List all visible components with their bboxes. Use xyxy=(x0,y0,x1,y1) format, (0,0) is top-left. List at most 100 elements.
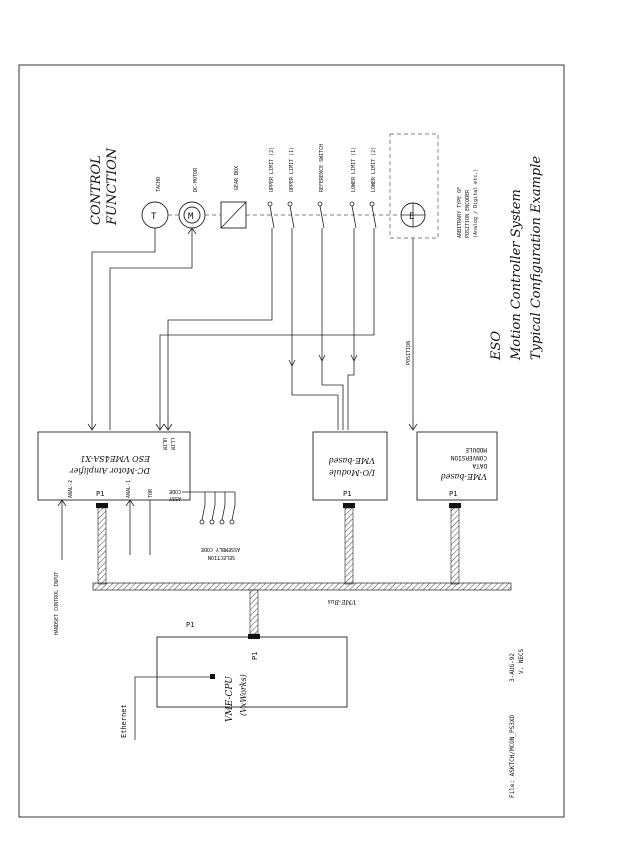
upper-limit-1-label: UPPER LIMIT (1) xyxy=(289,147,295,192)
ref-wire xyxy=(321,228,344,430)
lower-limit-1-label: LOWER LIMIT (1) xyxy=(351,147,357,192)
amp-code-label: CODE xyxy=(169,488,181,494)
io-p1-label: P1 xyxy=(343,490,351,498)
tacho-symbol: T xyxy=(151,212,157,222)
encoder-symbol: E xyxy=(409,212,414,222)
amp-p1-label: P1 xyxy=(96,490,104,498)
title-line2: Motion Controller System xyxy=(509,189,524,361)
encoder-box xyxy=(389,133,439,239)
ulim-wire xyxy=(167,228,273,430)
upper-limit-2-label: UPPER LIMIT (2) xyxy=(269,147,275,192)
assembly-code-switches xyxy=(182,491,236,525)
amplifier-line1: ESO VME4SA-X1 xyxy=(80,454,151,463)
lower-limit-2-switch: LOWER LIMIT (2) xyxy=(369,147,377,229)
lower-limit-1-switch: LOWER LIMIT (1) xyxy=(349,147,357,229)
ul1-wire-arrow xyxy=(288,359,296,367)
upper-limit-1-switch: UPPER LIMIT (1) xyxy=(287,147,295,229)
io-module-title: VME-based I/O-Module xyxy=(328,456,376,477)
ulim-wire-arrow xyxy=(163,423,173,431)
ethernet-label: Ethernet xyxy=(120,704,128,738)
cpu-box xyxy=(156,636,348,708)
vme-bus-label: VME-Bus xyxy=(328,598,356,605)
io-module-line1: VME-based xyxy=(328,456,375,465)
motor-wire-arrow xyxy=(187,227,197,235)
encoder-description: ARBITRARY TYPE OF POSITION ENCODER (Anal… xyxy=(457,169,479,238)
amp-p1-connector xyxy=(96,503,108,508)
control-function-line2: FUNCTION xyxy=(105,147,120,226)
title-line1: ESO xyxy=(489,331,504,361)
dc-motor-label: DC-MOTOR xyxy=(193,167,199,192)
footer-file: File: ASKTCH/MCON_PS3XD xyxy=(509,715,516,798)
motor-wire xyxy=(109,228,193,430)
upper-limit-2-switch: UPPER LIMIT (2) xyxy=(267,147,275,229)
io-module-line2: I/O-Module xyxy=(329,468,376,477)
data-module-box xyxy=(416,431,498,501)
data-module-line1: VME-based xyxy=(440,472,487,481)
cpu-line2: (VxWorks) xyxy=(239,674,248,716)
dc-motor-inner-icon xyxy=(183,206,201,224)
encoder-line1: ARBITRARY TYPE OF xyxy=(457,187,463,238)
ul1-wire xyxy=(291,228,339,430)
cpu-title: VME-CPU (VxWorks) xyxy=(225,674,248,722)
footer-date: 3-AUG-92 xyxy=(509,653,516,682)
ref-wire-arrow xyxy=(318,354,326,362)
dc-motor-symbol: M xyxy=(188,212,194,222)
cpu-p1-label: P1 xyxy=(251,652,259,660)
io-p1-connector xyxy=(343,503,355,508)
handset-wire-arrow xyxy=(57,499,67,507)
cpu-bus-tap xyxy=(249,589,259,635)
handset-label: HANDSET CONTROL INPUT xyxy=(54,572,60,635)
tacho-wire xyxy=(91,228,156,430)
amplifier-title: ESO VME4SA-X1 DC-Motor Amplifier xyxy=(69,454,151,475)
ll1-wire xyxy=(347,228,355,430)
control-function-label: CONTROL FUNCTION xyxy=(89,147,120,226)
io-module-box xyxy=(312,431,388,501)
data-module-title: MODULE CONVERSION DATA VME-based xyxy=(440,446,487,481)
amp-llim-label: LLIM xyxy=(169,438,175,450)
tacho-label: TACHO xyxy=(156,177,162,192)
assembly-code-line2: SELECTION xyxy=(208,554,235,560)
gear-box-label: GEAR BOX xyxy=(234,166,240,190)
reference-switch-label: REFERENCE SWITCH xyxy=(319,144,325,192)
lower-limit-2-label: LOWER LIMIT (2) xyxy=(371,147,377,192)
ethernet-connector xyxy=(210,674,215,679)
position-label: POSITION xyxy=(406,341,412,365)
vme-bus xyxy=(92,582,512,591)
data-p1-connector xyxy=(449,503,461,508)
cpu-line1: VME-CPU xyxy=(225,676,235,722)
title-block: ESO Motion Controller System Typical Con… xyxy=(489,156,544,361)
ethernet-wire xyxy=(134,676,210,740)
cpu-p1-connector xyxy=(248,634,260,639)
amplifier-box xyxy=(37,431,191,501)
gear-box-diagonal xyxy=(220,201,247,229)
amp-bus-tap xyxy=(97,507,107,585)
amp-ulim-label: ULIM xyxy=(161,438,167,450)
io-bus-tap xyxy=(344,507,354,585)
position-wire-arrow xyxy=(408,423,418,431)
data-module-line4: MODULE xyxy=(465,446,487,453)
tacho-wire-arrow xyxy=(87,423,97,431)
ll1-wire-arrow xyxy=(350,354,358,362)
llim-wire-arrow xyxy=(155,423,165,431)
page-frame xyxy=(18,64,565,818)
anal1-wire-arrow xyxy=(125,499,135,507)
data-module-line3: CONVERSION xyxy=(450,454,487,461)
amp-tor-label: TOR xyxy=(148,488,154,498)
assembly-code-label: ASSEMBLY CODE SELECTION xyxy=(201,546,240,560)
encoder-line3: (Analog / Digital etc.) xyxy=(473,169,479,238)
control-function-line1: CONTROL xyxy=(89,155,104,225)
assembly-code-line1: ASSEMBLY CODE xyxy=(201,546,240,552)
amp-assy-label: ASSY xyxy=(169,495,181,501)
cpu-p1-outer-label: P1 xyxy=(186,621,194,629)
amp-anal2-label: ANAL-2 xyxy=(68,480,74,498)
amplifier-line2: DC-Motor Amplifier xyxy=(69,466,151,475)
data-p1-label: P1 xyxy=(449,490,457,498)
footer-author: V. NECS xyxy=(518,648,525,674)
llim-wire xyxy=(159,228,375,430)
amp-anal1-label: ANAL-1 xyxy=(126,480,132,498)
data-module-line2: DATA xyxy=(472,462,487,469)
reference-switch: REFERENCE SWITCH xyxy=(317,144,325,229)
title-line3: Typical Configuration Example xyxy=(529,156,544,360)
